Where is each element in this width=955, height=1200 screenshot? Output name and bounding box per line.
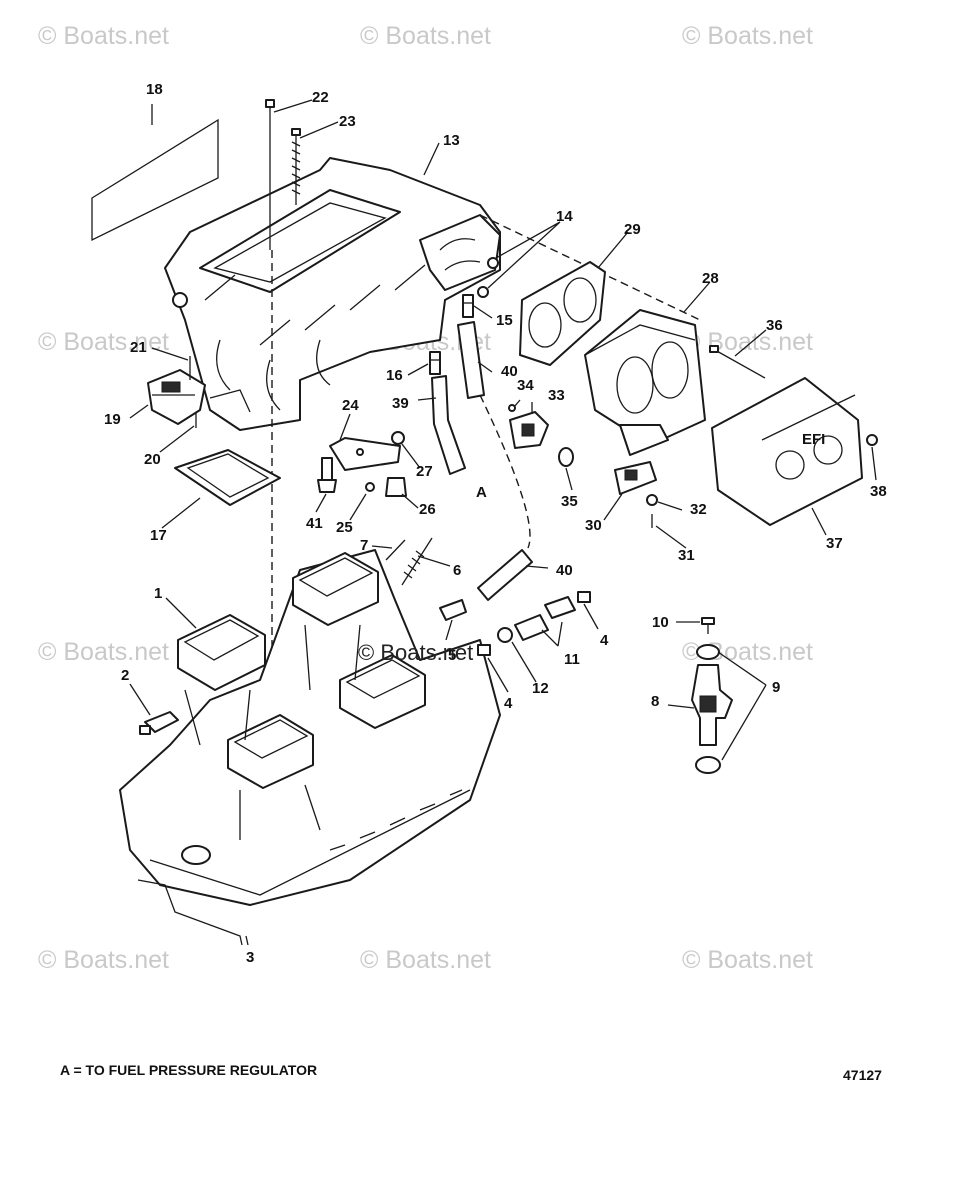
part-14-nuts <box>477 257 499 298</box>
watermark: © Boats.net <box>360 22 491 50</box>
callout-22: 22 <box>312 89 329 106</box>
callout-37: 37 <box>826 535 843 552</box>
part-16-fitting <box>429 351 441 375</box>
callout-38: 38 <box>870 483 887 500</box>
part-24-bracket <box>329 437 401 471</box>
callout-13: 13 <box>443 132 460 149</box>
callout-36: 36 <box>766 317 783 334</box>
callout-35: 35 <box>561 493 578 510</box>
callout-18: 18 <box>146 81 163 98</box>
callout-8: 8 <box>651 693 659 710</box>
callout-12: 12 <box>532 680 549 697</box>
cover-badge: EFI <box>802 431 825 448</box>
part-38-nut <box>866 434 878 446</box>
part-18-sheet <box>91 104 219 242</box>
part-22-bolt <box>265 99 275 250</box>
callout-10: 10 <box>652 614 669 631</box>
callout-25: 25 <box>336 519 353 536</box>
callout-3: 3 <box>246 949 254 966</box>
part-15-fitting <box>462 294 474 318</box>
footnote: A = TO FUEL PRESSURE REGULATOR <box>60 1062 318 1078</box>
callout-26: 26 <box>419 501 436 518</box>
watermark: © Boats.net <box>38 946 169 974</box>
callout-labels: 1 2 3 4 4 5 6 7 8 9 10 11 12 13 14 15 16… <box>104 81 887 966</box>
watermark: © Boats.net <box>682 946 813 974</box>
callout-20: 20 <box>144 451 161 468</box>
callout-28: 28 <box>702 270 719 287</box>
part-41-sensor <box>317 457 337 493</box>
part-40-hose-upper <box>457 321 531 549</box>
part-17-gasket <box>174 449 281 506</box>
callout-4: 4 <box>504 695 513 712</box>
part-36-stud <box>709 345 766 379</box>
callout-40: 40 <box>556 562 573 579</box>
callout-34: 34 <box>517 377 534 394</box>
part-33-sensor <box>509 411 549 449</box>
part-27-nut <box>391 431 405 445</box>
callout-24: 24 <box>342 397 359 414</box>
part-19-sensor <box>147 369 206 425</box>
part-3-gasket <box>137 879 243 946</box>
part-23-bolt <box>291 128 301 205</box>
callout-41: 41 <box>306 515 323 532</box>
leader-lines <box>129 99 877 946</box>
callout-19: 19 <box>104 411 121 428</box>
part-6-bolt <box>401 537 433 586</box>
part-32-washer <box>646 494 658 506</box>
part-5-fitting <box>439 599 467 621</box>
part-13-plenum <box>164 157 501 431</box>
callout-4: 4 <box>600 632 609 649</box>
callout-15: 15 <box>496 312 513 329</box>
callout-27: 27 <box>416 463 433 480</box>
callout-30: 30 <box>585 517 602 534</box>
part-30-sensor <box>614 461 657 495</box>
callout-29: 29 <box>624 221 641 238</box>
callout-21: 21 <box>130 339 147 356</box>
part-34-screw <box>508 404 516 412</box>
callout-2: 2 <box>121 667 129 684</box>
callout-5: 5 <box>448 647 456 664</box>
callout-6: 6 <box>453 562 461 579</box>
watermark: © Boats.net <box>38 22 169 50</box>
part-35-o-ring <box>558 447 574 467</box>
callout-33: 33 <box>548 387 565 404</box>
callout-1: 1 <box>154 585 162 602</box>
watermark: © Boats.net <box>38 328 169 356</box>
marker-a: A <box>476 484 487 501</box>
part-26-fitting <box>385 477 407 497</box>
part-4-fitting <box>477 591 591 656</box>
callout-11: 11 <box>564 651 580 668</box>
watermark: © Boats.net <box>682 22 813 50</box>
callout-40: 40 <box>501 363 518 380</box>
watermark: © Boats.net <box>38 638 169 666</box>
part-10-screw <box>701 617 715 634</box>
part-2-sensor <box>139 711 179 735</box>
callout-7: 7 <box>360 537 368 554</box>
watermark: © Boats.net <box>682 328 813 356</box>
callout-23: 23 <box>339 113 356 130</box>
callout-16: 16 <box>386 367 403 384</box>
part-1-intake-manifold <box>119 549 501 906</box>
part-39-hose <box>431 375 466 475</box>
part-9-o-ring <box>695 644 721 774</box>
callout-32: 32 <box>690 501 707 518</box>
callout-9: 9 <box>772 679 780 696</box>
part-28-throttle-body <box>584 309 706 456</box>
part-40-hose-lower <box>477 549 533 601</box>
part-37-cover: EFI <box>711 377 863 526</box>
part-8-injector <box>691 664 733 746</box>
part-25-screw <box>365 482 375 492</box>
part-11-hose <box>514 596 576 641</box>
callout-14: 14 <box>556 208 573 225</box>
callout-39: 39 <box>392 395 409 412</box>
part-29-gasket <box>519 261 606 366</box>
part-7-bolt <box>385 539 406 561</box>
diagram-number: 47127 <box>843 1067 882 1083</box>
callout-31: 31 <box>678 547 695 564</box>
watermark: © Boats.net <box>360 946 491 974</box>
callout-17: 17 <box>150 527 167 544</box>
part-12-clamp <box>497 627 513 643</box>
center-watermark: © Boats.net <box>358 640 473 665</box>
